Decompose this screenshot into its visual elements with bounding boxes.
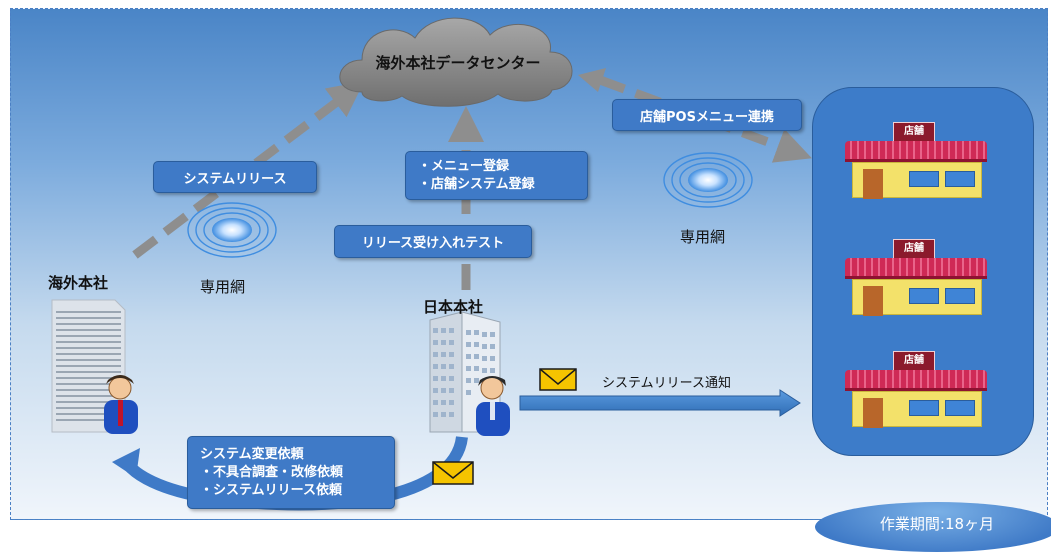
store-sign: 店舗 xyxy=(893,351,935,371)
store-window xyxy=(945,171,975,187)
diagram-graphics xyxy=(51,17,812,511)
store-awning xyxy=(845,370,987,391)
notify-arrow xyxy=(519,389,801,417)
store-3: 店舗 xyxy=(845,351,987,428)
store-facade xyxy=(852,162,982,199)
menu-register-text: ・メニュー登録 xyxy=(418,158,510,174)
pos-menu-link-label: 店舗POSメニュー連携 xyxy=(612,99,802,131)
store-system-register-text: ・店舗システム登録 xyxy=(418,176,535,192)
store-door xyxy=(863,286,883,316)
store-window xyxy=(909,171,939,187)
japan-hq-label: 日本本社 xyxy=(423,298,484,316)
register-label: ・メニュー登録 ・店舗システム登録 xyxy=(405,151,588,200)
cloud-icon xyxy=(339,17,573,107)
overseas-person-icon xyxy=(104,375,138,434)
cloud-label: 海外本社データセンター xyxy=(375,54,541,72)
store-door xyxy=(863,169,883,199)
request-title: システム変更依頼 xyxy=(200,446,304,462)
japan-person-icon xyxy=(476,376,510,436)
mail-icon-request xyxy=(432,461,474,485)
store-2: 店舗 xyxy=(845,239,987,316)
diagram: 海外本社データセンター システムリリース ・メニュー登録 ・店舗システム登録 リ… xyxy=(10,8,1051,552)
mail-icon-notify xyxy=(539,368,577,391)
request-item-1: ・不具合調査・改修依頼 xyxy=(200,464,344,480)
notify-label: システムリリース通知 xyxy=(602,376,731,391)
store-awning xyxy=(845,141,987,162)
network-label-right: 専用網 xyxy=(680,228,726,246)
store-window xyxy=(945,288,975,304)
request-label: システム変更依頼 ・不具合調査・改修依頼 ・システムリリース依頼 xyxy=(187,436,395,509)
store-window xyxy=(945,400,975,416)
store-sign: 店舗 xyxy=(893,239,935,259)
pos-link-arrow-back-head xyxy=(578,68,606,92)
network-icon-right xyxy=(663,152,753,208)
store-window xyxy=(909,400,939,416)
overseas-hq-label: 海外本社 xyxy=(48,274,109,292)
store-facade xyxy=(852,391,982,428)
store-awning xyxy=(845,258,987,279)
pos-link-arrow xyxy=(598,75,812,163)
system-release-label: システムリリース xyxy=(153,161,317,193)
store-facade xyxy=(852,279,982,316)
store-sign: 店舗 xyxy=(893,122,935,142)
network-icon-left xyxy=(187,202,277,258)
network-label-left: 専用網 xyxy=(200,278,246,296)
work-period-badge: 作業期間:18ヶ月 xyxy=(815,502,1051,552)
release-acceptance-label: リリース受け入れテスト xyxy=(334,225,532,258)
store-window xyxy=(909,288,939,304)
request-item-2: ・システムリリース依頼 xyxy=(200,482,342,498)
store-door xyxy=(863,398,883,428)
store-1: 店舗 xyxy=(845,122,987,199)
